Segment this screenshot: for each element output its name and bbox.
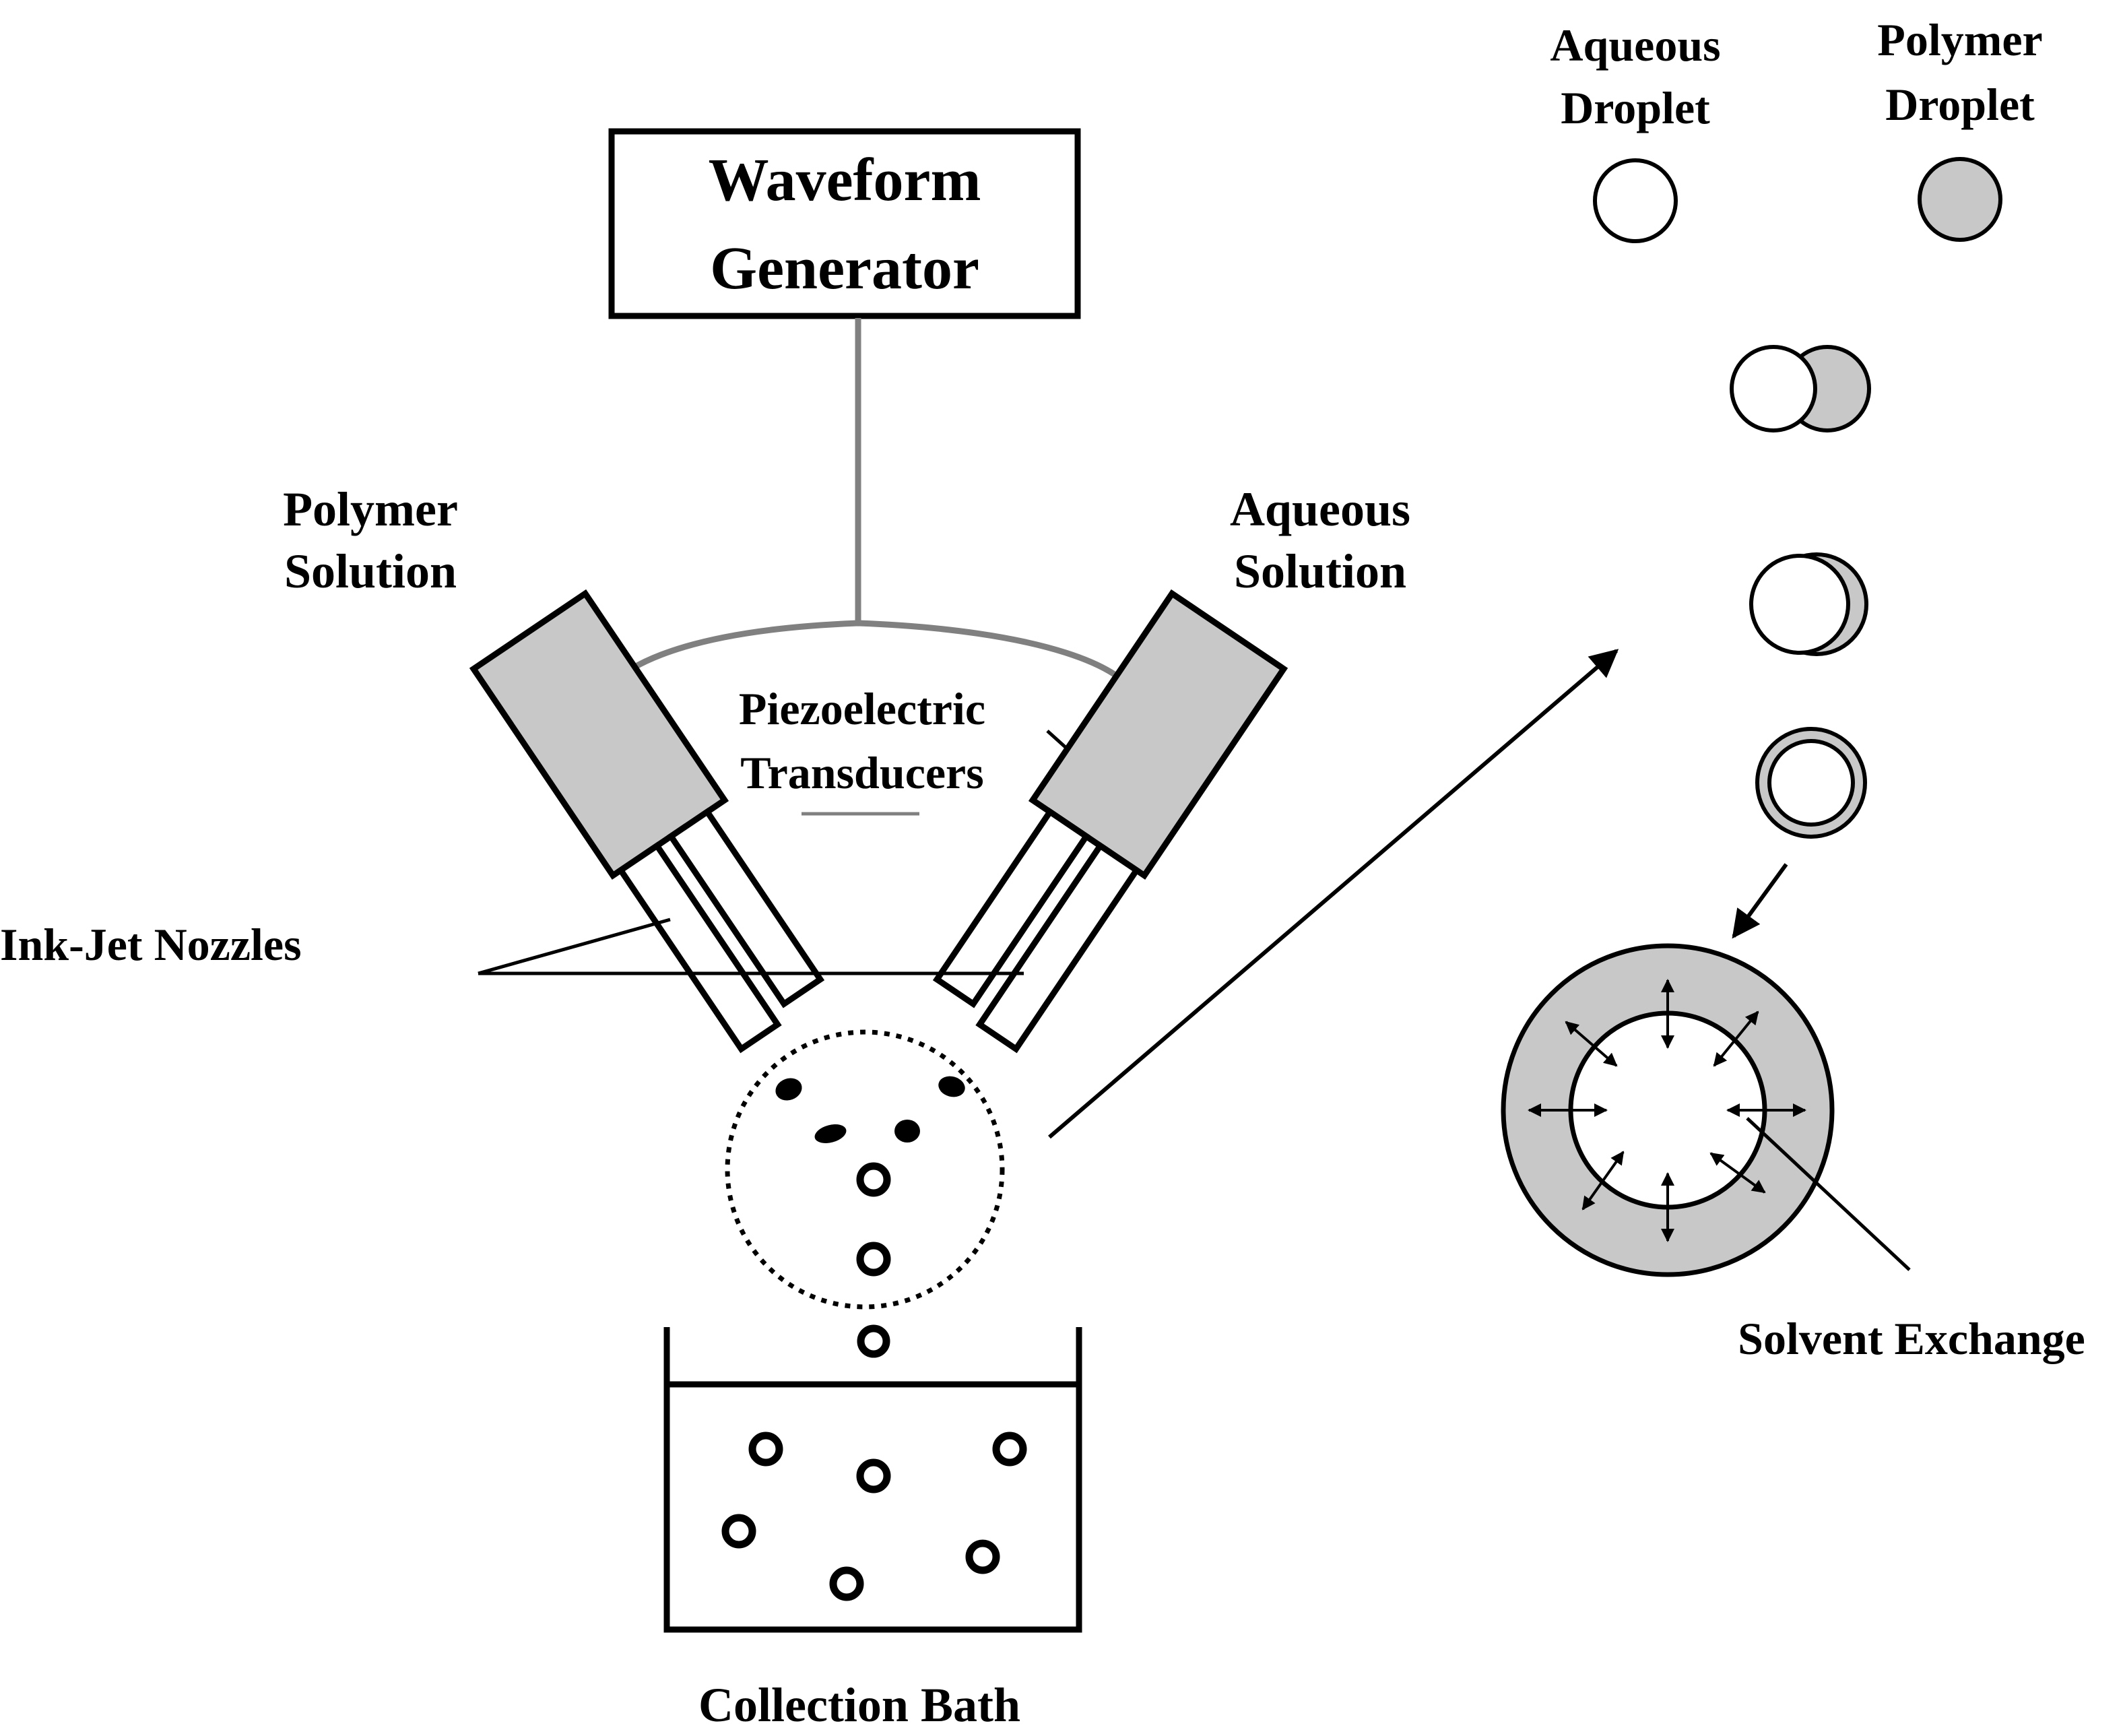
piezo-label-2: Transducers [740, 747, 983, 798]
bath-capsules [721, 1432, 1027, 1601]
capsule [856, 1242, 891, 1277]
droplet-blob [938, 1076, 965, 1097]
ink-jet-leaders [478, 918, 1024, 975]
aqueous-solution-label-1: Aqueous [1230, 482, 1410, 536]
waveform-generator-label-2: Generator [710, 235, 979, 302]
polymer-droplet-label-1: Polymer [1877, 14, 2042, 65]
capsules-in-zone [856, 1162, 891, 1358]
exchange-arrows [1528, 979, 1806, 1242]
aqueous-nozzle-assembly [932, 589, 1288, 1054]
stage-arrow [1732, 863, 1788, 939]
droplet-engulfing [1749, 552, 1868, 656]
aqueous-droplet-label-2: Droplet [1561, 82, 1710, 133]
capsule [721, 1514, 756, 1549]
aqueous-droplet-label-1: Aqueous [1550, 20, 1720, 71]
mixing-zone [725, 1029, 1005, 1310]
ink-jet-nozzles-label: Ink-Jet Nozzles [0, 919, 302, 970]
solvent-exchange-leader [1746, 1117, 1911, 1271]
capsule [965, 1539, 1000, 1574]
aqueous-nozzle-2 [932, 807, 1091, 1008]
droplet-contact [1730, 345, 1871, 432]
process-arrow [1048, 649, 1619, 1139]
polymer-droplet-label-2: Droplet [1885, 79, 2035, 130]
droplet-blob [814, 1124, 847, 1144]
collection-bath-label: Collection Bath [698, 1678, 1020, 1732]
aqueous-solution-label-2: Solution [1234, 544, 1406, 598]
aqueous-droplet [1593, 158, 1678, 243]
waveform-generator-label-1: Waveform [709, 147, 981, 214]
waveform-generator-box [608, 128, 1081, 319]
droplet-blob [775, 1078, 802, 1101]
piezo-label-1: Piezoelectric [739, 683, 985, 734]
polymer-nozzle-2 [666, 807, 825, 1008]
droplet-blob [894, 1120, 920, 1143]
collection-bath [663, 1327, 1082, 1633]
solvent-exchange-label: Solvent Exchange [1738, 1313, 2085, 1364]
capsule [856, 1458, 891, 1493]
capsule [857, 1324, 890, 1358]
polymer-nozzle-assembly [469, 589, 825, 1054]
capsule [856, 1162, 891, 1197]
polymer-droplet [1918, 157, 2002, 242]
aqueous-nozzle-1 [975, 841, 1141, 1054]
polymer-solution-label-1: Polymer [283, 482, 458, 536]
polymer-nozzle-1 [616, 841, 782, 1054]
bath-container [663, 1327, 1082, 1633]
forming-droplets [775, 1076, 965, 1144]
capsule [829, 1566, 864, 1601]
capsule [992, 1432, 1027, 1467]
waveform-generator: Waveform Generator [608, 128, 1081, 319]
polymer-solution-label-2: Solution [284, 544, 457, 598]
droplet-core-shell [1755, 727, 1867, 839]
capsule [748, 1432, 783, 1467]
